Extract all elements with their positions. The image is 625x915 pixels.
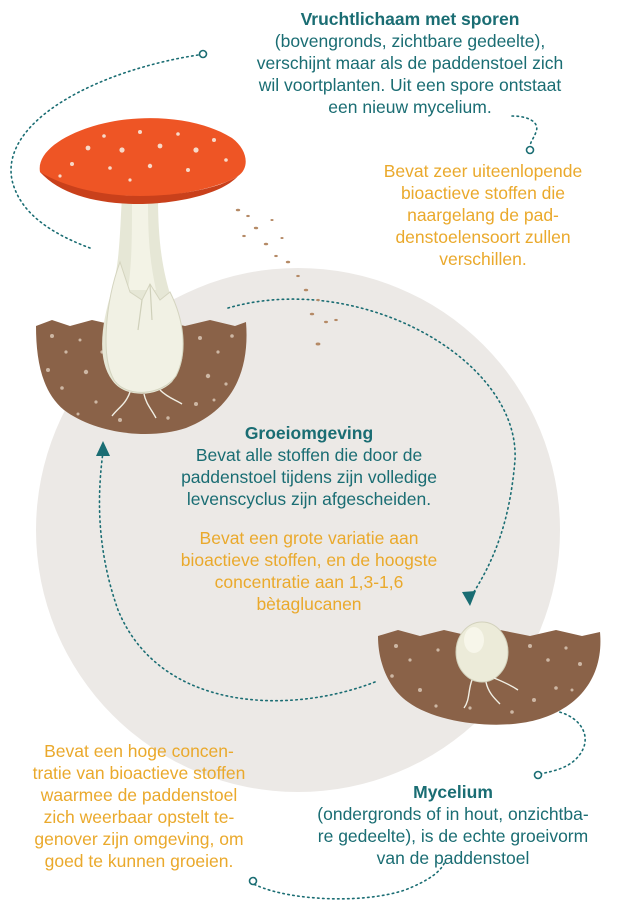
growth-environment-line: levenscyclus zijn afgescheiden. <box>118 488 500 510</box>
connector-dot <box>250 878 257 885</box>
mycelium-line: (ondergronds of in hout, onzichtba- <box>290 803 616 825</box>
mycelium-note-line: waarmee de paddenstoel <box>12 784 266 806</box>
fruiting-body-note-line: naargelang de pad- <box>372 204 594 226</box>
growth-environment-line: Bevat alle stoffen die door de <box>118 444 500 466</box>
growth-environment-note-line: bioactieve stoffen, en de hoogste <box>132 549 486 571</box>
growth-environment-note-line: bètaglucanen <box>132 593 486 615</box>
mycelium-egg <box>456 622 508 682</box>
fruiting-body-line: verschijnt maar als de paddenstoel zich <box>218 52 602 74</box>
connector-dot <box>527 147 534 154</box>
mycelium-note-line: zich weerbaar opstelt te- <box>12 806 266 828</box>
fruiting-body-note-line: Bevat zeer uiteenlopende <box>372 160 594 182</box>
connector-dot <box>535 772 542 779</box>
fruiting-body-note-line: denstoelensoort zullen <box>372 226 594 248</box>
connector-title-to-note <box>512 116 537 147</box>
growth-environment-line: paddenstoel tijdens zijn volledige <box>118 466 500 488</box>
mycelium-note-line: tratie van bioactieve stoffen <box>12 762 266 784</box>
fruiting-body-line: wil voortplanten. Uit een spore ontstaat <box>218 74 602 96</box>
mycelium-line: van de paddenstoel <box>290 847 616 869</box>
growth-environment-note-line: Bevat een grote variatie aan <box>132 527 486 549</box>
fruiting-body-line: (bovengronds, zichtbare gedeelte), <box>218 30 602 52</box>
fruiting-body-title: Vruchtlichaam met sporen <box>218 8 602 30</box>
fruiting-body-note: Bevat zeer uiteenlopende bioactieve stof… <box>372 160 594 270</box>
mycelium-line: re gedeelte), is de echte groeivorm <box>290 825 616 847</box>
mushroom-cap <box>40 118 246 196</box>
fruiting-body-line: een nieuw mycelium. <box>218 96 602 118</box>
fruiting-body-note-line: bioactieve stoffen die <box>372 182 594 204</box>
mycelium-note-line: genover zijn omgeving, om <box>12 828 266 850</box>
mycelium-note-line: goed te kunnen groeien. <box>12 850 266 872</box>
fruiting-body-label: Vruchtlichaam met sporen (bovengronds, z… <box>218 8 602 118</box>
growth-environment-note-line: concentratie aan 1,3-1,6 <box>132 571 486 593</box>
mycelium-note-line: Bevat een hoge concen- <box>12 740 266 762</box>
connector-dot <box>200 51 207 58</box>
growth-environment-title: Groeiomgeving <box>118 422 500 444</box>
mycelium-label: Mycelium (ondergronds of in hout, onzich… <box>290 781 616 869</box>
fruiting-body-note-line: verschillen. <box>372 248 594 270</box>
mycelium-note: Bevat een hoge concen- tratie van bioact… <box>12 740 266 872</box>
connector-mycelium <box>540 711 585 774</box>
growth-environment-label: Groeiomgeving Bevat alle stoffen die doo… <box>118 422 500 510</box>
growth-environment-note: Bevat een grote variatie aan bioactieve … <box>132 527 486 615</box>
mycelium-title: Mycelium <box>290 781 616 803</box>
